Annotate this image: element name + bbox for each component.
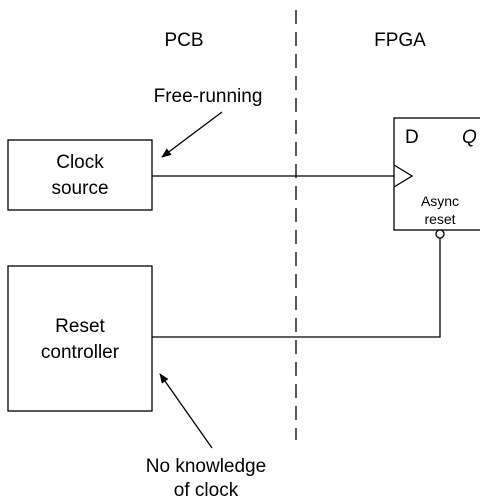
no-knowledge-arrow-icon bbox=[159, 373, 213, 449]
async-reset-label-line2: reset bbox=[424, 211, 455, 227]
reset-controller-label-line1: Reset bbox=[55, 316, 105, 337]
clock-source-block bbox=[7, 139, 153, 211]
reset-inversion-bubble-icon bbox=[435, 229, 445, 239]
pcb-region-label: PCB bbox=[164, 30, 203, 51]
no-knowledge-annotation-line1: No knowledge bbox=[146, 456, 266, 477]
free-running-annotation: Free-running bbox=[154, 86, 263, 107]
clock-source-label-line1: Clock bbox=[56, 152, 104, 173]
flip-flop-d-pin-label: D bbox=[405, 127, 419, 148]
flip-flop-q-pin-label: Q bbox=[462, 127, 477, 148]
reset-signal-wire bbox=[152, 238, 441, 338]
fpga-region-label: FPGA bbox=[374, 30, 426, 51]
no-knowledge-annotation-line2: of clock bbox=[174, 480, 239, 501]
async-reset-label-line1: Async bbox=[421, 193, 459, 209]
reset-controller-label-line2: controller bbox=[41, 342, 120, 363]
free-running-arrow-icon bbox=[161, 111, 223, 158]
clock-input-triangle-icon bbox=[393, 164, 414, 188]
reset-controller-block bbox=[7, 265, 153, 412]
clock-source-label-line2: source bbox=[51, 178, 108, 199]
